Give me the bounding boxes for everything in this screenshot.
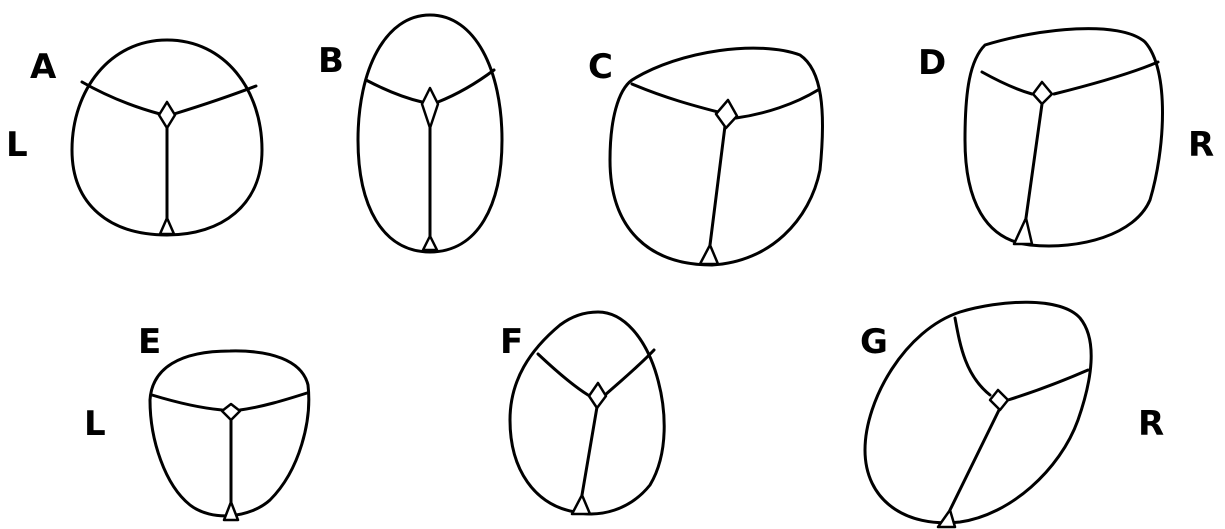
label-d: D xyxy=(918,43,946,83)
label-b: B xyxy=(318,41,344,81)
label-l-top: L xyxy=(6,125,28,165)
commissure-f xyxy=(589,383,606,408)
label-l-bottom: L xyxy=(84,404,106,444)
valve-b xyxy=(358,15,502,252)
label-f: F xyxy=(500,322,523,362)
commissure-b xyxy=(422,88,438,128)
valve-f xyxy=(510,312,664,514)
valve-a xyxy=(72,40,262,235)
valve-e xyxy=(150,351,309,520)
label-r-bottom: R xyxy=(1138,404,1164,444)
commissure-c xyxy=(716,100,737,128)
commissure-a xyxy=(159,102,175,128)
label-g: G xyxy=(860,322,888,362)
commissure-e xyxy=(222,404,240,420)
valve-d xyxy=(965,29,1163,246)
label-c: C xyxy=(588,47,613,87)
label-r-top: R xyxy=(1188,125,1214,165)
valve-c xyxy=(610,48,823,265)
valve-g xyxy=(865,302,1091,527)
label-e: E xyxy=(138,322,161,362)
label-a: A xyxy=(30,47,57,87)
commissure-d xyxy=(1033,82,1052,104)
commissure-g xyxy=(990,390,1008,410)
